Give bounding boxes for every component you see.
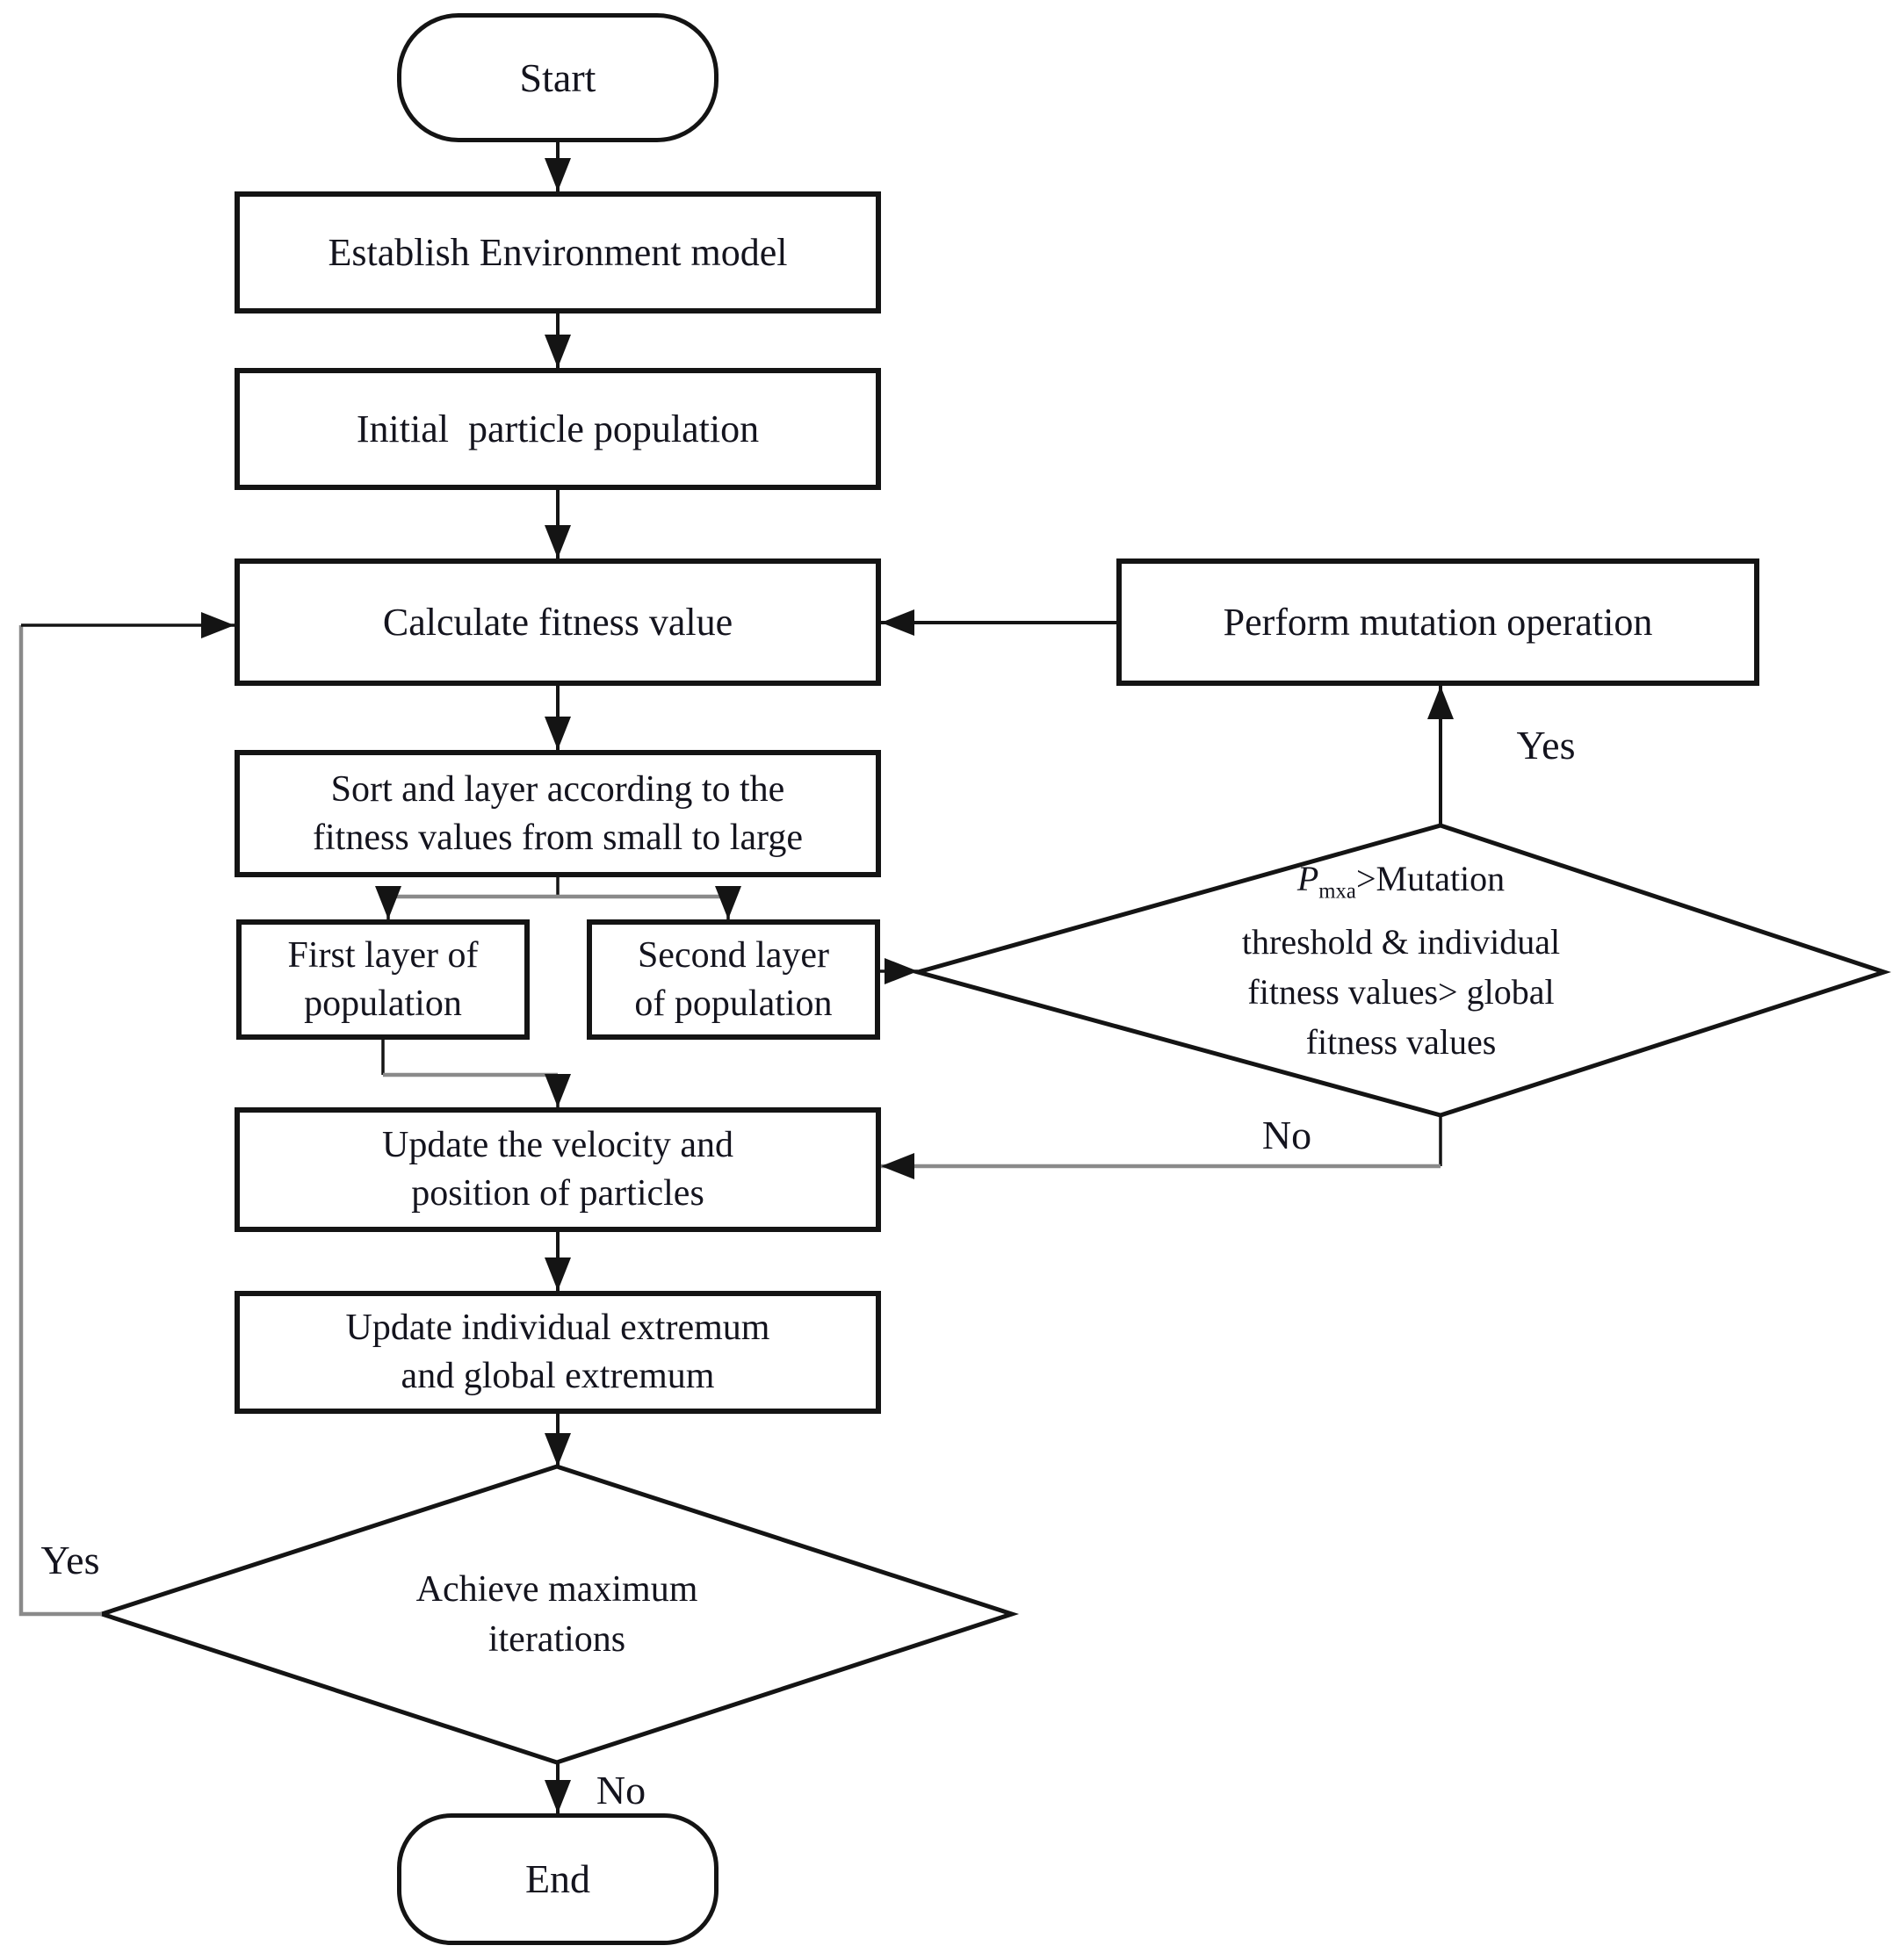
- end-label: End: [524, 1856, 591, 1902]
- edge-iterations-yes-loop: [18, 625, 102, 1617]
- perform-mutation-label: Perform mutation operation: [1223, 600, 1653, 644]
- update-extremum-node: Update individual extremum and global ex…: [235, 1291, 881, 1414]
- mutation-decision-text: Pmxa>Mutation threshold & individual fit…: [1063, 854, 1739, 1069]
- second-layer-node: Second layer of population: [587, 919, 880, 1040]
- initial-population-label: Initial particle population: [356, 407, 760, 450]
- establish-environment-node: Establish Environment model: [235, 191, 881, 313]
- iterations-yes-label: Yes: [40, 1538, 100, 1582]
- second-layer-line2: of population: [634, 983, 833, 1024]
- max-iterations-line2: iterations: [487, 1619, 626, 1660]
- iterations-no-label: No: [596, 1768, 646, 1812]
- max-iterations-line1: Achieve maximum: [415, 1569, 698, 1610]
- end-node: End: [397, 1813, 719, 1945]
- calculate-fitness-label: Calculate fitness value: [382, 600, 733, 644]
- update-velocity-line1: Update the velocity and: [381, 1125, 734, 1166]
- start-node: Start: [397, 13, 719, 142]
- mutation-condition: >Mutation: [1355, 859, 1506, 898]
- start-label: Start: [519, 54, 596, 100]
- p-subscript: mxa: [1318, 879, 1356, 904]
- mutation-decision-line3: fitness values> global: [1247, 971, 1555, 1012]
- sort-layer-node: Sort and layer according to the fitness …: [235, 750, 881, 877]
- max-iterations-text: Achieve maximum iterations: [249, 1565, 864, 1679]
- first-layer-line2: population: [304, 983, 462, 1024]
- mutation-decision-line1: Pmxa>Mutation: [1297, 854, 1505, 917]
- max-iterations-diamond: [94, 1464, 1020, 1765]
- establish-environment-label: Establish Environment model: [328, 230, 788, 274]
- update-extremum-line1: Update individual extremum: [345, 1308, 770, 1349]
- p-variable: P: [1296, 859, 1319, 898]
- calculate-fitness-node: Calculate fitness value: [235, 558, 881, 686]
- sort-layer-line2: fitness values from small to large: [313, 817, 803, 858]
- mutation-no-label: No: [1261, 1113, 1312, 1157]
- update-velocity-node: Update the velocity and position of part…: [235, 1107, 881, 1232]
- first-layer-node: First layer of population: [236, 919, 530, 1040]
- first-layer-line1: First layer of: [287, 934, 479, 976]
- sort-layer-line1: Sort and layer according to the: [330, 768, 785, 810]
- mutation-decision-line4: fitness values: [1305, 1021, 1497, 1062]
- update-extremum-line2: and global extremum: [401, 1356, 715, 1396]
- second-layer-line1: Second layer: [637, 934, 830, 976]
- update-velocity-line2: position of particles: [411, 1173, 704, 1214]
- mutation-decision-line2: threshold & individual: [1241, 921, 1561, 962]
- mutation-decision-diamond: [909, 823, 1892, 1118]
- mutation-yes-label: Yes: [1516, 723, 1576, 767]
- perform-mutation-node: Perform mutation operation: [1116, 558, 1759, 686]
- initial-population-node: Initial particle population: [235, 368, 881, 490]
